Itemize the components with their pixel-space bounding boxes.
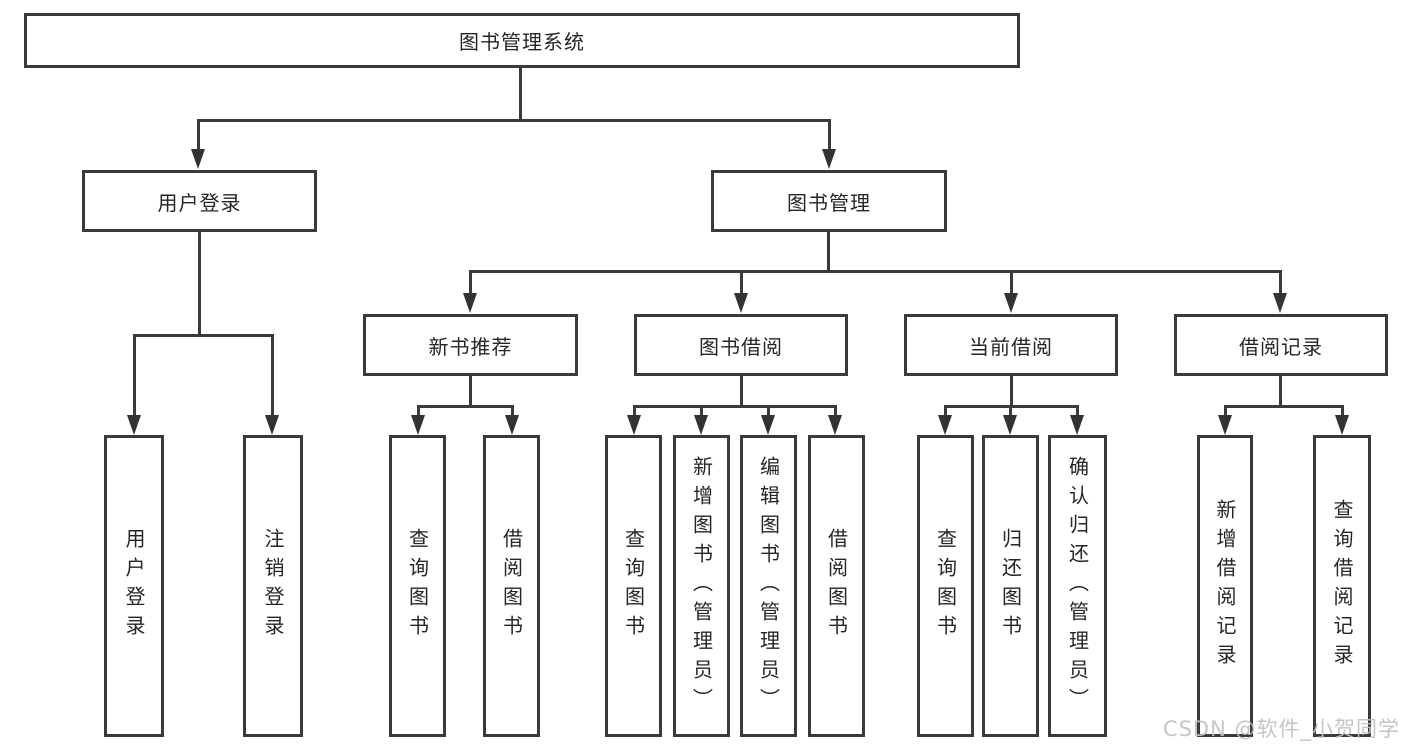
connector-vline bbox=[1010, 270, 1013, 297]
connector-hline bbox=[417, 405, 513, 408]
connector-vline bbox=[633, 405, 636, 418]
arrow-down bbox=[1004, 293, 1018, 313]
connector-vline bbox=[1224, 405, 1227, 418]
connector-vline bbox=[740, 376, 743, 407]
connector-vline bbox=[1279, 270, 1282, 297]
connector-vline bbox=[1009, 405, 1012, 418]
leaf-borrowing-borrow-books: 借阅图书 bbox=[808, 435, 865, 737]
connector-hline bbox=[633, 405, 837, 408]
arrow-down bbox=[265, 415, 279, 435]
connector-vline bbox=[1010, 376, 1013, 407]
leaf-label: 确认归还（管理员） bbox=[1065, 455, 1090, 717]
leaf-label: 借阅图书 bbox=[824, 528, 849, 644]
connector-vline bbox=[834, 405, 837, 418]
arrow-down bbox=[411, 415, 425, 435]
arrow-down bbox=[828, 415, 842, 435]
leaf-label: 查询图书 bbox=[405, 528, 430, 644]
connector-vline bbox=[827, 232, 830, 273]
arrow-down bbox=[1335, 415, 1349, 435]
connector-vline bbox=[740, 270, 743, 297]
leaf-label: 新增借阅记录 bbox=[1213, 499, 1237, 673]
leaf-label: 查询图书 bbox=[621, 528, 646, 644]
arrow-down bbox=[1218, 415, 1232, 435]
connector-hline bbox=[469, 270, 1282, 273]
connector-vline bbox=[469, 376, 472, 407]
arrow-down bbox=[1273, 293, 1287, 313]
arrow-down bbox=[463, 293, 477, 313]
leaf-records-query-borrow-record: 查询借阅记录 bbox=[1313, 435, 1371, 737]
arrow-down bbox=[191, 149, 205, 169]
node-root-system: 图书管理系统 bbox=[24, 13, 1020, 68]
connector-vline bbox=[700, 405, 703, 418]
arrow-down bbox=[694, 415, 708, 435]
leaf-label: 编辑图书（管理员） bbox=[756, 455, 781, 717]
node-book-management: 图书管理 bbox=[711, 170, 947, 232]
arrow-down bbox=[734, 293, 748, 313]
connector-vline bbox=[133, 334, 136, 418]
arrow-down bbox=[938, 415, 952, 435]
arrow-down bbox=[761, 415, 775, 435]
connector-vline bbox=[511, 405, 514, 418]
leaf-label: 归还图书 bbox=[998, 528, 1023, 644]
leaf-label: 借阅图书 bbox=[499, 528, 524, 644]
arrow-down bbox=[1070, 415, 1084, 435]
arrow-down bbox=[627, 415, 641, 435]
leaf-label: 用户登录 bbox=[122, 528, 146, 644]
connector-vline bbox=[1341, 405, 1344, 418]
node-borrow-records: 借阅记录 bbox=[1174, 314, 1388, 376]
leaf-label: 新增图书（管理员） bbox=[689, 455, 714, 717]
connector-vline bbox=[417, 405, 420, 418]
leaf-borrowing-query-books: 查询图书 bbox=[605, 435, 662, 737]
leaf-label: 查询图书 bbox=[933, 528, 958, 644]
leaf-logout: 注销登录 bbox=[243, 435, 303, 737]
connector-vline bbox=[197, 119, 200, 153]
connector-vline bbox=[1279, 376, 1282, 407]
leaf-borrowing-add-books-admin: 新增图书（管理员） bbox=[673, 435, 730, 737]
leaf-current-query-books: 查询图书 bbox=[917, 435, 974, 737]
leaf-recommend-borrow-books: 借阅图书 bbox=[483, 435, 540, 737]
node-current-borrowing: 当前借阅 bbox=[904, 314, 1118, 376]
connector-vline bbox=[767, 405, 770, 418]
arrow-down bbox=[127, 415, 141, 435]
arrow-down bbox=[505, 415, 519, 435]
leaf-records-add-borrow-record: 新增借阅记录 bbox=[1197, 435, 1253, 737]
connector-hline bbox=[133, 334, 274, 337]
node-user-login: 用户登录 bbox=[82, 170, 317, 232]
arrow-down bbox=[1003, 415, 1017, 435]
csdn-watermark: CSDN @软件_小贺同学 bbox=[1162, 717, 1400, 741]
node-new-book-recommend: 新书推荐 bbox=[363, 314, 578, 376]
leaf-label: 查询借阅记录 bbox=[1330, 499, 1354, 673]
connector-vline bbox=[944, 405, 947, 418]
leaf-label: 注销登录 bbox=[261, 528, 285, 644]
connector-hline bbox=[1224, 405, 1343, 408]
leaf-recommend-query-books: 查询图书 bbox=[389, 435, 446, 737]
connector-vline bbox=[198, 232, 201, 336]
arrow-down bbox=[822, 149, 836, 169]
connector-vline bbox=[1076, 405, 1079, 418]
connector-vline bbox=[828, 119, 831, 153]
leaf-current-return-books: 归还图书 bbox=[982, 435, 1039, 737]
connector-vline bbox=[519, 68, 522, 119]
connector-vline bbox=[271, 334, 274, 418]
connector-hline bbox=[197, 119, 831, 122]
leaf-current-confirm-return-admin: 确认归还（管理员） bbox=[1048, 435, 1107, 737]
node-book-borrowing: 图书借阅 bbox=[634, 314, 848, 376]
leaf-borrowing-edit-books-admin: 编辑图书（管理员） bbox=[740, 435, 797, 737]
leaf-user-login: 用户登录 bbox=[104, 435, 164, 737]
connector-vline bbox=[469, 270, 472, 297]
